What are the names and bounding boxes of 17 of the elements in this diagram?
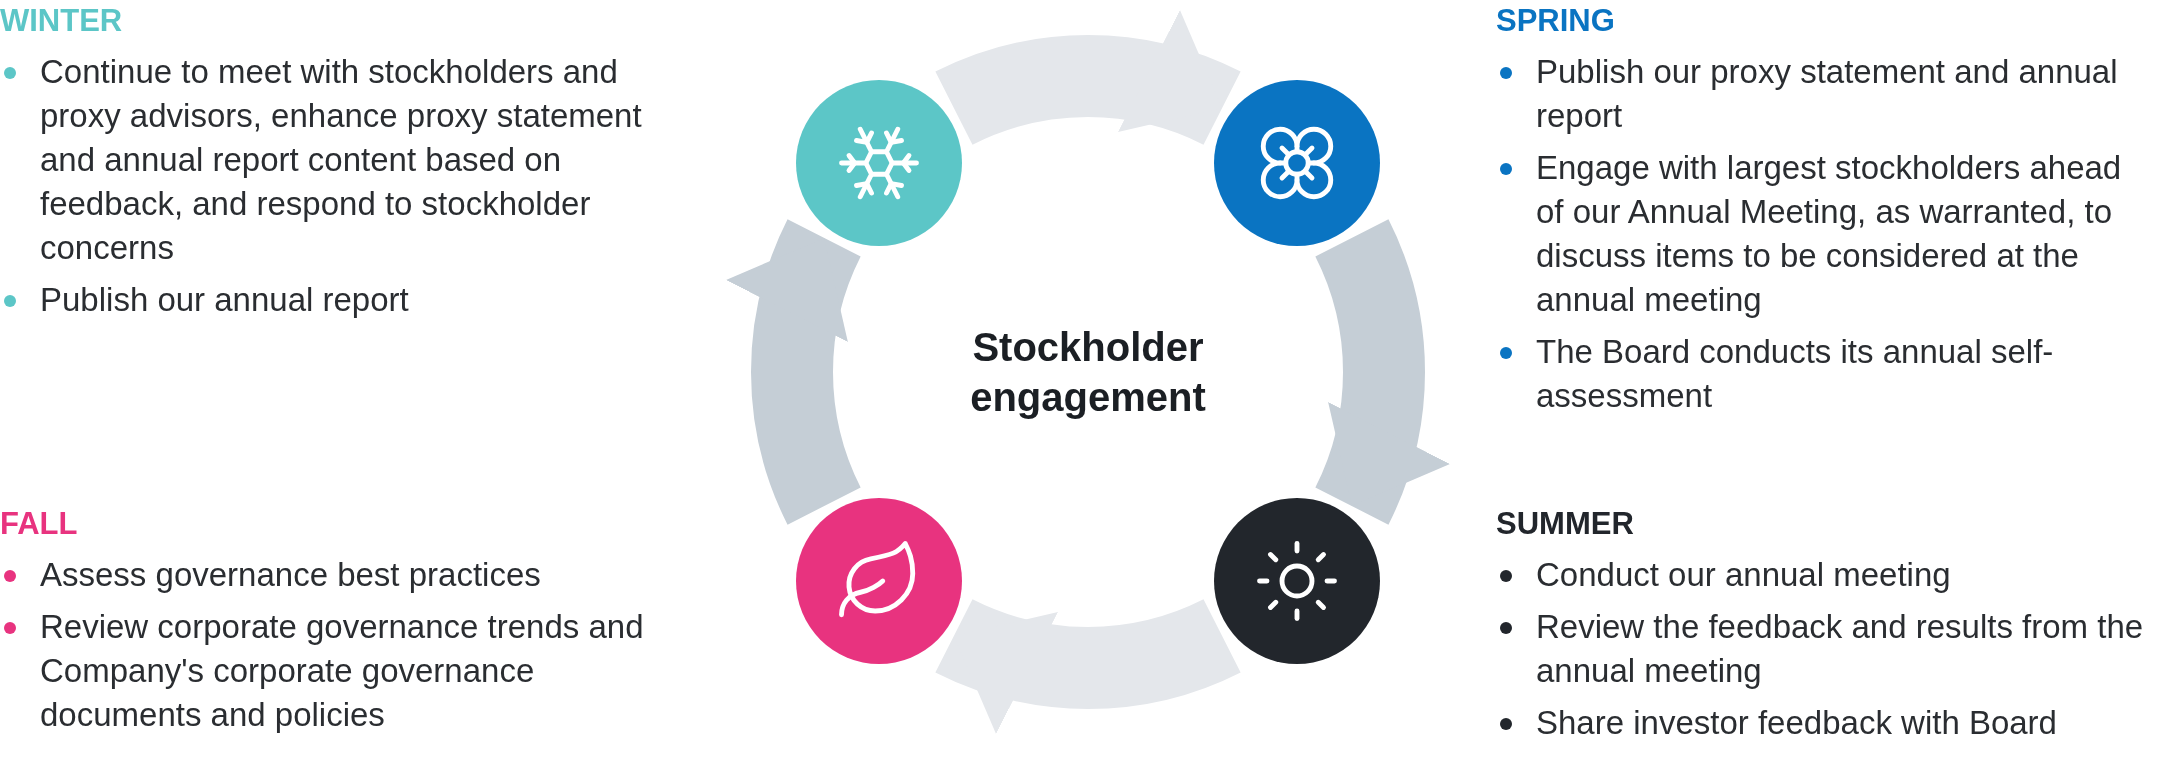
bullet-text: Review corporate governance trends and Company's corporate governance documents and policies bbox=[40, 607, 645, 735]
bullet-text: Continue to meet with stockholders and proxy advisors, enhance proxy statement and annual report content based on feedback, and respond to stockholder concerns bbox=[40, 52, 643, 268]
season-heading: SPRING bbox=[1496, 2, 1615, 40]
bullet-text: The Board conducts its annual self-assessment bbox=[1536, 332, 2055, 416]
cycle-arrow bbox=[937, 12, 1239, 146]
bullet-text: Share investor feedback with Board bbox=[1536, 703, 2057, 743]
center-title: Stockholder engagement bbox=[969, 324, 1207, 421]
season-heading: FALL bbox=[0, 505, 78, 543]
bullet-text: Publish our proxy statement and annual report bbox=[1536, 52, 2119, 136]
season-heading: WINTER bbox=[0, 2, 123, 40]
bullet-text: Engage with largest stockholders ahead of our Annual Meeting, as warranted, to discuss items to be considered at the annual meeting bbox=[1536, 148, 2123, 320]
bullet-text: Publish our annual report bbox=[40, 280, 409, 320]
season-heading: SUMMER bbox=[1496, 505, 1634, 543]
bullet-text: Assess governance best practices bbox=[40, 555, 541, 595]
bullet-text: Review the feedback and results from the annual meeting bbox=[1536, 607, 2145, 691]
bullet-text: Conduct our annual meeting bbox=[1536, 555, 1951, 595]
cycle-arrow bbox=[937, 598, 1239, 732]
